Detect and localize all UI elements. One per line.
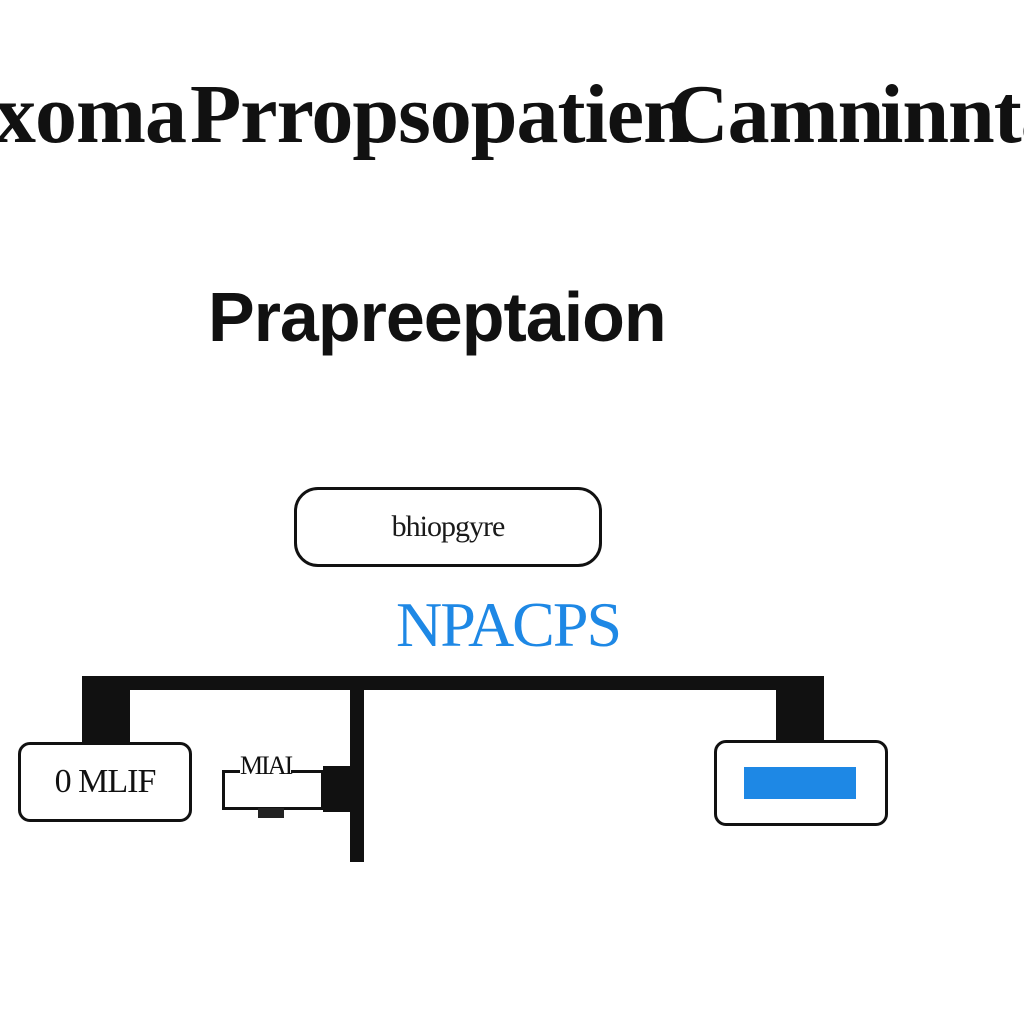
right-drop-connector [776,676,824,742]
left-node-label: 0 MLIF [54,763,157,800]
right-node-blue-bar [744,767,856,799]
top-node-box[interactable]: bhiopgyre [294,487,602,567]
left-drop-connector [82,676,130,742]
horizontal-bus [82,676,824,690]
title-word-3: Camn [668,70,884,160]
title-word-2: Prropsopatien [190,70,690,160]
title-word-4: inntal [880,70,1024,160]
center-vertical-line [350,684,364,862]
small-module-label: MIAI [240,751,293,780]
left-node-box[interactable]: 0 MLIF [18,742,192,822]
top-node-label: bhiopgyre [391,510,506,543]
page-title: xoma Prropsopatien Camn inntal [0,70,1024,160]
diagram-subtitle: Prapreeptaion [208,278,667,356]
small-module-footer [258,808,284,818]
brand-label: NPACPS [396,589,622,660]
small-module-plug [323,766,351,812]
title-word-1: xoma [0,70,187,160]
